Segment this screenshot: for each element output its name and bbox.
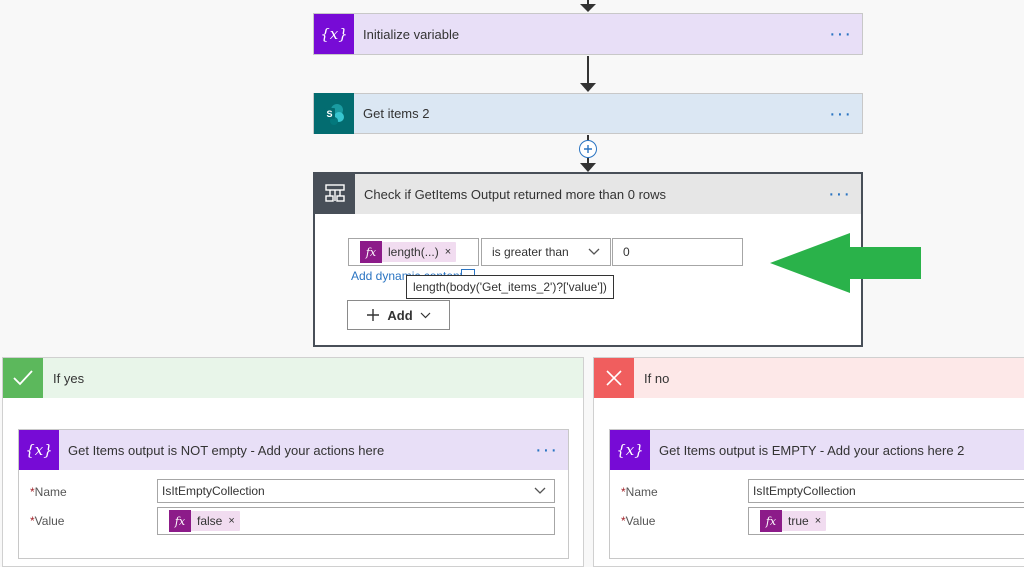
connector-top-arrowhead bbox=[580, 4, 596, 12]
get-items-title: Get items 2 bbox=[363, 106, 430, 121]
length-token-label: length(...) bbox=[388, 245, 439, 259]
name-label: *Name bbox=[30, 485, 67, 499]
green-arrow-icon bbox=[770, 233, 921, 293]
value-input[interactable]: fx false × bbox=[157, 507, 555, 535]
check-icon bbox=[3, 358, 43, 398]
variable-icon: {x} bbox=[314, 14, 354, 54]
name-value: IsItEmptyCollection bbox=[753, 484, 856, 498]
remove-token-button[interactable]: × bbox=[228, 515, 235, 527]
chevron-down-icon bbox=[420, 312, 431, 318]
if-no-branch: If no {x} Get Items output is EMPTY - Ad… bbox=[593, 357, 1024, 567]
name-label: *Name bbox=[621, 485, 658, 499]
name-value: IsItEmptyCollection bbox=[162, 484, 265, 498]
value-label: *Value bbox=[30, 514, 65, 528]
sharepoint-icon: S bbox=[314, 93, 354, 134]
no-action-title: Get Items output is EMPTY - Add your act… bbox=[659, 442, 965, 458]
add-condition-button[interactable]: Add bbox=[347, 300, 450, 330]
fx-icon: fx bbox=[360, 241, 382, 263]
operator-value: is greater than bbox=[492, 245, 569, 259]
fx-icon: fx bbox=[169, 510, 191, 532]
close-icon bbox=[594, 358, 634, 398]
plus-icon bbox=[584, 145, 592, 153]
no-action-header[interactable]: {x} Get Items output is EMPTY - Add your… bbox=[610, 430, 1024, 470]
more-options-button[interactable]: ··· bbox=[829, 23, 852, 45]
variable-icon: {x} bbox=[19, 430, 59, 470]
initialize-variable-title: Initialize variable bbox=[363, 26, 460, 42]
plus-icon bbox=[367, 309, 380, 321]
true-token[interactable]: fx true × bbox=[760, 510, 827, 532]
svg-text:S: S bbox=[326, 109, 332, 119]
no-set-variable-card[interactable]: {x} Get Items output is EMPTY - Add your… bbox=[609, 429, 1024, 559]
name-dropdown[interactable]: IsItEmptyCollection bbox=[748, 479, 1024, 503]
false-token[interactable]: fx false × bbox=[169, 510, 240, 532]
variable-icon: {x} bbox=[610, 430, 650, 470]
value-input[interactable]: fx true × bbox=[748, 507, 1024, 535]
connector-2-arrowhead bbox=[580, 163, 596, 172]
false-token-label: false bbox=[197, 514, 223, 528]
add-button-label: Add bbox=[387, 307, 413, 323]
operator-dropdown[interactable]: is greater than bbox=[481, 238, 611, 266]
if-yes-branch: If yes {x} Get Items output is NOT empty… bbox=[2, 357, 584, 567]
more-options-button[interactable]: ··· bbox=[535, 439, 558, 461]
connector-1 bbox=[587, 56, 589, 86]
length-token[interactable]: fx length(...) × bbox=[360, 241, 457, 263]
chevron-down-icon bbox=[588, 248, 600, 255]
expression-tooltip: length(body('Get_items_2')?['value']) bbox=[406, 275, 614, 299]
condition-left-operand[interactable]: fx length(...) × bbox=[348, 238, 479, 266]
right-value: 0 bbox=[623, 245, 630, 259]
initialize-variable-card[interactable]: {x} Initialize variable ··· bbox=[313, 13, 863, 55]
if-yes-header[interactable]: If yes bbox=[3, 358, 583, 398]
more-options-button[interactable]: ··· bbox=[829, 102, 852, 125]
insert-step-button[interactable] bbox=[579, 140, 597, 158]
yes-action-header[interactable]: {x} Get Items output is NOT empty - Add … bbox=[19, 430, 568, 470]
if-yes-label: If yes bbox=[53, 370, 85, 386]
fx-icon: fx bbox=[760, 510, 782, 532]
condition-title: Check if GetItems Output returned more t… bbox=[364, 186, 667, 202]
expression-tooltip-text: length(body('Get_items_2')?['value']) bbox=[413, 280, 607, 294]
yes-action-title: Get Items output is NOT empty - Add your… bbox=[68, 442, 385, 458]
true-token-label: true bbox=[788, 514, 809, 528]
value-label: *Value bbox=[621, 514, 656, 528]
if-no-label: If no bbox=[644, 370, 670, 386]
get-items-card[interactable]: S Get items 2 ··· bbox=[313, 93, 863, 134]
chevron-down-icon bbox=[534, 487, 546, 494]
name-dropdown[interactable]: IsItEmptyCollection bbox=[157, 479, 555, 503]
connector-1-arrowhead bbox=[580, 83, 596, 92]
yes-set-variable-card[interactable]: {x} Get Items output is NOT empty - Add … bbox=[18, 429, 569, 559]
remove-token-button[interactable]: × bbox=[444, 246, 452, 258]
condition-header[interactable]: Check if GetItems Output returned more t… bbox=[315, 174, 861, 214]
condition-card[interactable]: Check if GetItems Output returned more t… bbox=[313, 172, 863, 347]
if-no-header[interactable]: If no bbox=[594, 358, 1024, 398]
remove-token-button[interactable]: × bbox=[814, 515, 822, 527]
more-options-button[interactable]: ··· bbox=[828, 183, 851, 205]
condition-icon bbox=[315, 174, 355, 214]
condition-right-operand[interactable]: 0 bbox=[612, 238, 743, 266]
